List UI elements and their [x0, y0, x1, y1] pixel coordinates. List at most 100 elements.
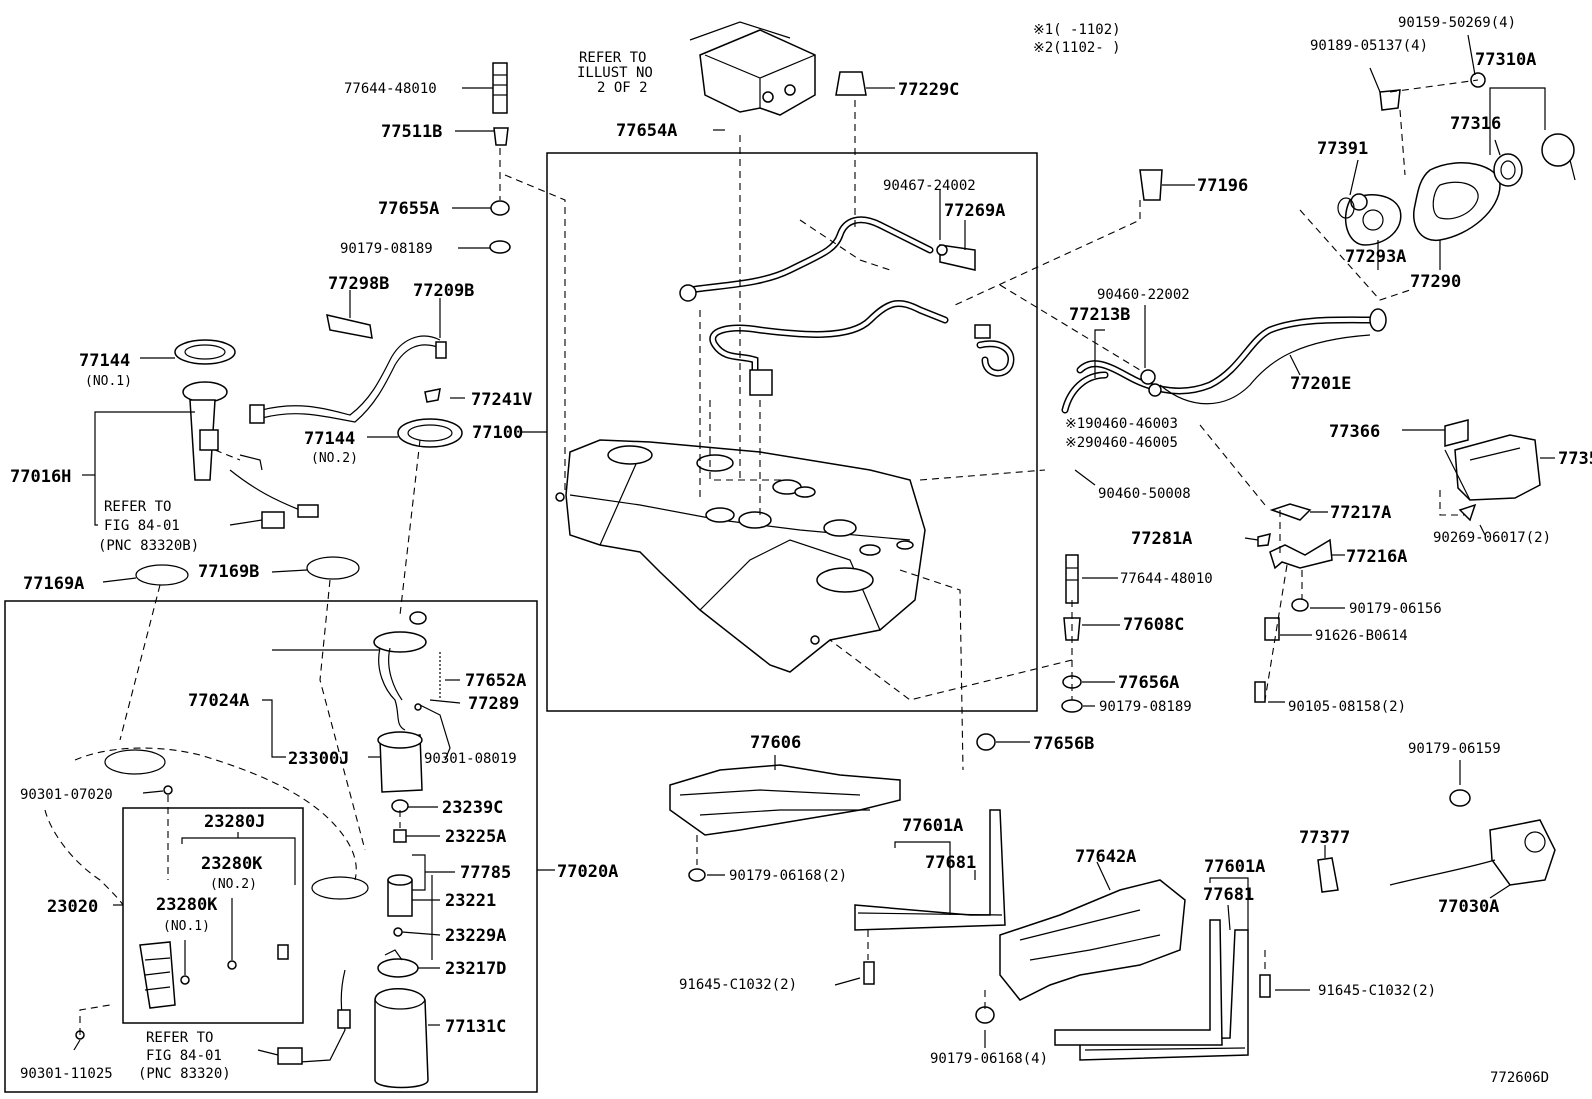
- label-77269a: 77269A: [944, 201, 1005, 221]
- fuel-filler-opening-77290: [1337, 72, 1576, 246]
- refer-to-1-line1: REFER TO: [104, 499, 171, 515]
- fuel-pump-assy-frame: [4, 600, 538, 1093]
- label-77785: 77785: [460, 863, 511, 883]
- bolt-77644-48010-right: [1065, 554, 1079, 604]
- retainer-ring-77144-no2-inner: [407, 424, 453, 442]
- bolt-91626-b0614: [1264, 617, 1280, 641]
- label-90179-06159: 90179-06159: [1408, 741, 1501, 757]
- bracket-77216a: [1257, 503, 1333, 570]
- part-77511b: [493, 127, 509, 146]
- part-90179-08189-left: [489, 240, 511, 254]
- label-77642a: 77642A: [1075, 847, 1136, 867]
- figure-number: 772606D: [1490, 1070, 1549, 1086]
- label-77511b: 77511B: [381, 122, 442, 142]
- nut-90179-06168-a: [688, 868, 706, 882]
- retainer-ring-77144-no1-inner: [184, 344, 226, 360]
- protector-77606: [669, 764, 901, 836]
- label-77656b: 77656B: [1033, 734, 1094, 754]
- part-77377: [1317, 857, 1339, 893]
- label-77601a-right: 77601A: [1204, 857, 1265, 877]
- label-23239c: 23239C: [442, 798, 503, 818]
- label-23280k-no2-sub: (NO.2): [210, 877, 257, 892]
- part-90179-06156: [1291, 598, 1309, 612]
- refer-to-1-line3: (PNC 83320B): [98, 538, 199, 554]
- refer-to-a-line3: 2 OF 2: [597, 80, 648, 96]
- retainer-ring-77144-no2: [397, 418, 463, 448]
- fuel-pump-23221: [387, 854, 426, 917]
- label-90105-08158: 90105-08158(2): [1288, 699, 1406, 715]
- label-77213b: 77213B: [1069, 305, 1130, 325]
- label-77654a: 77654A: [616, 121, 677, 141]
- label-90269-06017: 90269-06017(2): [1433, 530, 1551, 546]
- part-23225a: [393, 829, 407, 843]
- label-77681-left: 77681: [925, 853, 976, 873]
- fuel-filter-77131c: [374, 988, 429, 1089]
- fuel-tank-77100: [555, 439, 926, 673]
- label-90301-07020: 90301-07020: [20, 787, 113, 803]
- label-77144-no1: 77144: [79, 351, 130, 371]
- label-23217d: 23217D: [445, 959, 506, 979]
- charcoal-canister: [689, 21, 816, 116]
- nut-90179-06168-b: [975, 1006, 995, 1024]
- label-90460-50008: 90460-50008: [1098, 486, 1191, 502]
- label-77024a: 77024A: [188, 691, 249, 711]
- label-77144-no2: 77144: [304, 429, 355, 449]
- dashed-guides: [79, 79, 1479, 1035]
- label-90179-08189-left: 90179-08189: [340, 241, 433, 257]
- label-77016h: 77016H: [10, 467, 71, 487]
- strap-77601a-left: [854, 809, 1006, 931]
- label-77241v: 77241V: [471, 390, 532, 410]
- part-77241v: [424, 388, 441, 403]
- label-90189-05137: 90189-05137(4): [1310, 38, 1428, 54]
- label-23020: 23020: [47, 897, 98, 917]
- label-77144-no2-sub: (NO.2): [311, 451, 358, 466]
- fuel-sender-77016h: [182, 381, 319, 529]
- note-2: ※2(1102- ): [1033, 40, 1121, 56]
- refer-to-a-line2: ILLUST NO: [577, 65, 653, 81]
- label-23280j: 23280J: [204, 812, 265, 832]
- gasket-77169a: [135, 564, 189, 586]
- label-90460-46003: ※190460-46003: [1065, 416, 1178, 432]
- bolt-91645-c1032-b: [1259, 974, 1271, 998]
- tank-opening-right: [311, 876, 369, 900]
- label-77293a: 77293A: [1345, 247, 1406, 267]
- label-77290: 77290: [1410, 272, 1461, 292]
- part-90179-06159: [1449, 789, 1471, 807]
- label-77606: 77606: [750, 733, 801, 753]
- label-77196: 77196: [1197, 176, 1248, 196]
- label-77100: 77100: [472, 423, 523, 443]
- label-77681-right: 77681: [1203, 885, 1254, 905]
- label-23221: 23221: [445, 891, 496, 911]
- fuel-sender-in-pump: [277, 969, 351, 1065]
- fuel-sender-subframe: [122, 807, 304, 1024]
- part-77655a: [490, 200, 510, 216]
- filler-pipe-77201e: [1061, 308, 1387, 414]
- label-90301-11025: 90301-11025: [20, 1066, 113, 1082]
- label-77310a: 77310A: [1475, 50, 1536, 70]
- part-23229a: [393, 927, 403, 937]
- label-77608c: 77608C: [1123, 615, 1184, 635]
- label-90467-24002: 90467-24002: [883, 178, 976, 194]
- label-77217a: 77217A: [1330, 503, 1391, 523]
- label-77169a: 77169A: [23, 574, 84, 594]
- refer-to-a-line1: REFER TO: [579, 50, 646, 66]
- label-77377: 77377: [1299, 828, 1350, 848]
- part-77656b: [976, 733, 996, 751]
- label-77298b: 77298B: [328, 274, 389, 294]
- label-23280k-no2: 23280K: [201, 854, 263, 874]
- refer-to-1-line2: FIG 84-01: [104, 518, 180, 534]
- label-77656a: 77656A: [1118, 673, 1179, 693]
- label-91626-b0614: 91626-B0614: [1315, 628, 1408, 644]
- label-90179-08189-right: 90179-08189: [1099, 699, 1192, 715]
- label-77289: 77289: [468, 694, 519, 714]
- label-23229a: 23229A: [445, 926, 506, 946]
- pin-90269-06017: [1458, 503, 1477, 522]
- wire-harness-77209b: [249, 314, 447, 424]
- bolt-91645-c1032-a: [863, 961, 875, 985]
- label-90179-06156: 90179-06156: [1349, 601, 1442, 617]
- fuel-pump-assy-77024a: [373, 611, 441, 793]
- part-77229c: [835, 71, 880, 96]
- label-90179-06168-b: 90179-06168(4): [930, 1051, 1048, 1067]
- label-77316: 77316: [1450, 114, 1501, 134]
